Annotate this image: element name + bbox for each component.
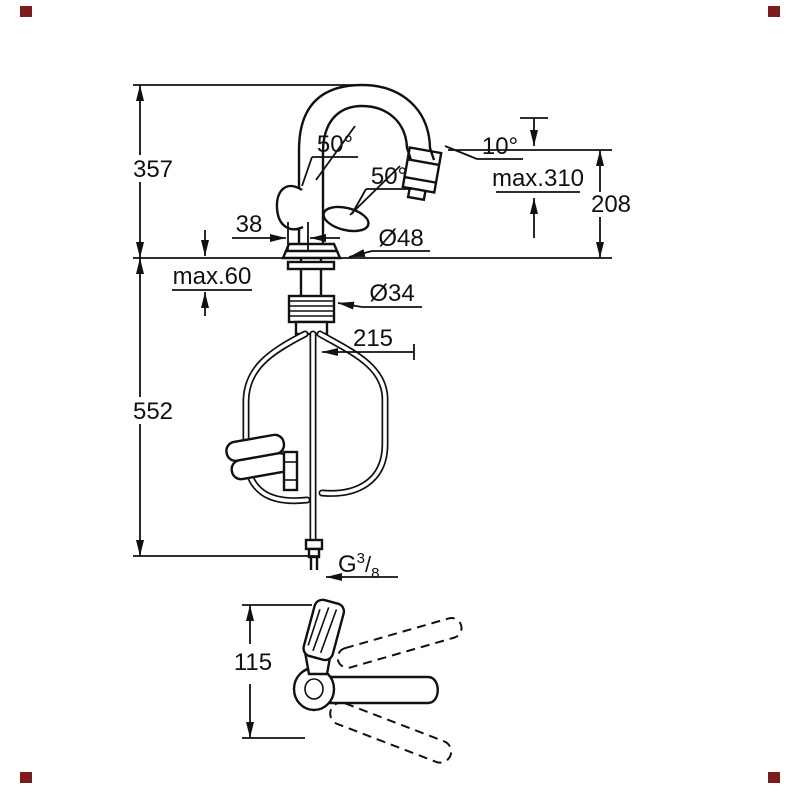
corner-marker-top-right bbox=[768, 6, 780, 17]
dim-base-diameter-label: Ø48 bbox=[378, 225, 423, 252]
corner-marker-bottom-right bbox=[768, 772, 780, 783]
dimension-lines bbox=[133, 84, 612, 739]
lever-raised-dashed bbox=[336, 617, 463, 669]
faucet-main-view bbox=[225, 83, 443, 570]
spout-side bbox=[316, 675, 439, 705]
faucet-side-view bbox=[292, 598, 463, 764]
lever-lowered-dashed bbox=[329, 701, 453, 764]
lever-knob bbox=[302, 598, 346, 662]
corner-marker-top-left bbox=[20, 6, 32, 17]
angle-top-label: 50° bbox=[317, 131, 353, 158]
dim-outlet-height-label: 208 bbox=[591, 191, 631, 218]
dim-under-height-label: 552 bbox=[133, 398, 173, 425]
dim-total-height-label: 357 bbox=[133, 156, 173, 183]
dim-hose-length-label: 215 bbox=[353, 325, 393, 352]
angle-head-label: 10° bbox=[482, 133, 518, 160]
dimension-labels: 357 552 50° 50° 10° max.310 208 38 Ø48 m… bbox=[129, 131, 637, 676]
dim-lever-height-label: 115 bbox=[234, 649, 272, 676]
thread-size-label: G3/8 bbox=[338, 550, 379, 582]
max-outlet-label: max.310 bbox=[492, 165, 584, 192]
corner-marker-bottom-left bbox=[20, 772, 32, 783]
dim-handle-offset-label: 38 bbox=[236, 211, 263, 238]
dim-deck-max-label: max.60 bbox=[173, 263, 252, 290]
dim-hole-diameter-label: Ø34 bbox=[369, 280, 414, 307]
hose-weight bbox=[225, 433, 291, 481]
corner-markers bbox=[20, 6, 780, 783]
angle-mid-label: 50° bbox=[371, 163, 407, 190]
